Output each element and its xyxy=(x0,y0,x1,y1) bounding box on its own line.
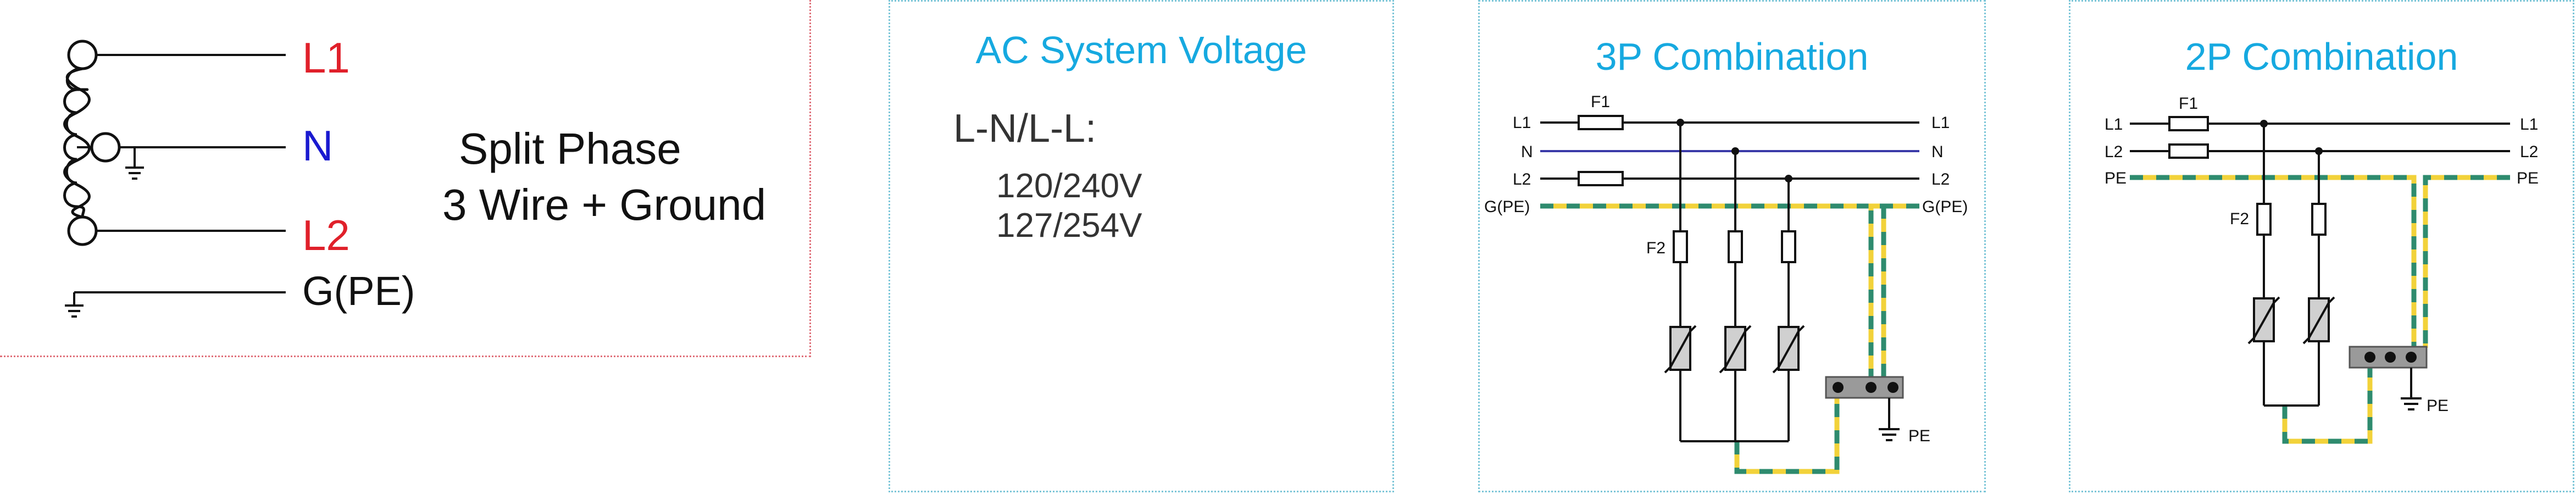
right-l2-label: L2 xyxy=(2520,143,2538,161)
left-l1-label: L1 xyxy=(1513,114,1531,132)
varistor-3 xyxy=(1772,325,1805,374)
three-p-panel: 3P Combination xyxy=(1478,0,1986,492)
right-l2-label: L2 xyxy=(1931,170,1950,188)
two-p-title: 2P Combination xyxy=(2185,35,2458,78)
left-l2-label: L2 xyxy=(2105,143,2123,161)
f2-fuse-3 xyxy=(1781,230,1796,263)
left-g-label: G(PE) xyxy=(1484,198,1530,216)
l1-terminal xyxy=(67,40,98,70)
f1-label: F1 xyxy=(1591,93,1610,111)
left-l1-label: L1 xyxy=(2105,115,2123,134)
left-n-label: N xyxy=(1521,143,1533,161)
split-phase-title: Split Phase xyxy=(459,124,681,173)
right-n-label: N xyxy=(1931,143,1944,161)
f2-fuse-2 xyxy=(2311,203,2327,236)
two-p-diagram: L1 L2 PE L1 L2 PE F1 F2 PE xyxy=(2105,95,2539,444)
pe-terminal-block xyxy=(2349,346,2428,369)
three-p-title: 3P Combination xyxy=(1595,35,1869,78)
l2-terminal xyxy=(67,215,98,246)
f1-label: F1 xyxy=(2179,95,2198,113)
left-pe-label: PE xyxy=(2105,169,2127,187)
right-pe-label: PE xyxy=(2517,169,2539,187)
f1-fuse-l2 xyxy=(1578,171,1624,186)
l2-label: L2 xyxy=(302,211,350,259)
transformer-coil xyxy=(63,67,89,218)
ground-bus xyxy=(1540,203,1919,474)
voltage-heading: L-N/L-L: xyxy=(953,107,1097,151)
f2-fuse-1 xyxy=(2256,203,2272,236)
right-l1-label: L1 xyxy=(2520,115,2538,134)
n-terminal xyxy=(90,132,121,163)
voltage-value-1: 120/240V xyxy=(996,167,1142,205)
varistor-1 xyxy=(1664,325,1697,374)
split-phase-panel: L1 N L2 G(PE) Split Phase 3 Wire + Groun… xyxy=(0,0,811,357)
three-p-diagram: L1 N L2 G(PE) L1 N L2 G(PE) F1 F2 PE xyxy=(1484,93,1968,474)
n-label: N xyxy=(302,121,333,170)
f1-fuse-l1 xyxy=(2168,116,2209,131)
f2-label: F2 xyxy=(1646,239,1665,257)
pe-label: PE xyxy=(2427,397,2449,415)
l1-label: L1 xyxy=(302,34,350,82)
varistor-2 xyxy=(1719,325,1752,374)
f1-fuse-l2 xyxy=(2168,143,2209,159)
f2-fuse-2 xyxy=(1728,230,1743,263)
f2-fuse-1 xyxy=(1673,230,1688,263)
f1-fuse-l1 xyxy=(1578,115,1624,130)
split-phase-subtitle: 3 Wire + Ground xyxy=(442,180,766,229)
right-l1-label: L1 xyxy=(1931,114,1950,132)
g-pe-label: G(PE) xyxy=(302,268,415,314)
two-p-panel: 2P Combination xyxy=(2069,0,2574,492)
pe-label: PE xyxy=(1908,427,1930,445)
ac-voltage-title: AC System Voltage xyxy=(975,29,1307,71)
voltage-value-2: 127/254V xyxy=(996,207,1142,245)
right-g-label: G(PE) xyxy=(1922,198,1968,216)
f2-label: F2 xyxy=(2230,210,2249,228)
split-phase-diagram: L1 N L2 G(PE) Split Phase 3 Wire + Groun… xyxy=(63,34,766,318)
varistor-1 xyxy=(2247,296,2280,345)
varistor-2 xyxy=(2302,296,2335,345)
pe-terminal-block xyxy=(1825,376,1904,399)
pe-bus xyxy=(2130,175,2510,444)
left-l2-label: L2 xyxy=(1513,170,1531,188)
ac-voltage-panel: AC System Voltage L-N/L-L: 120/240V 127/… xyxy=(889,0,1394,492)
